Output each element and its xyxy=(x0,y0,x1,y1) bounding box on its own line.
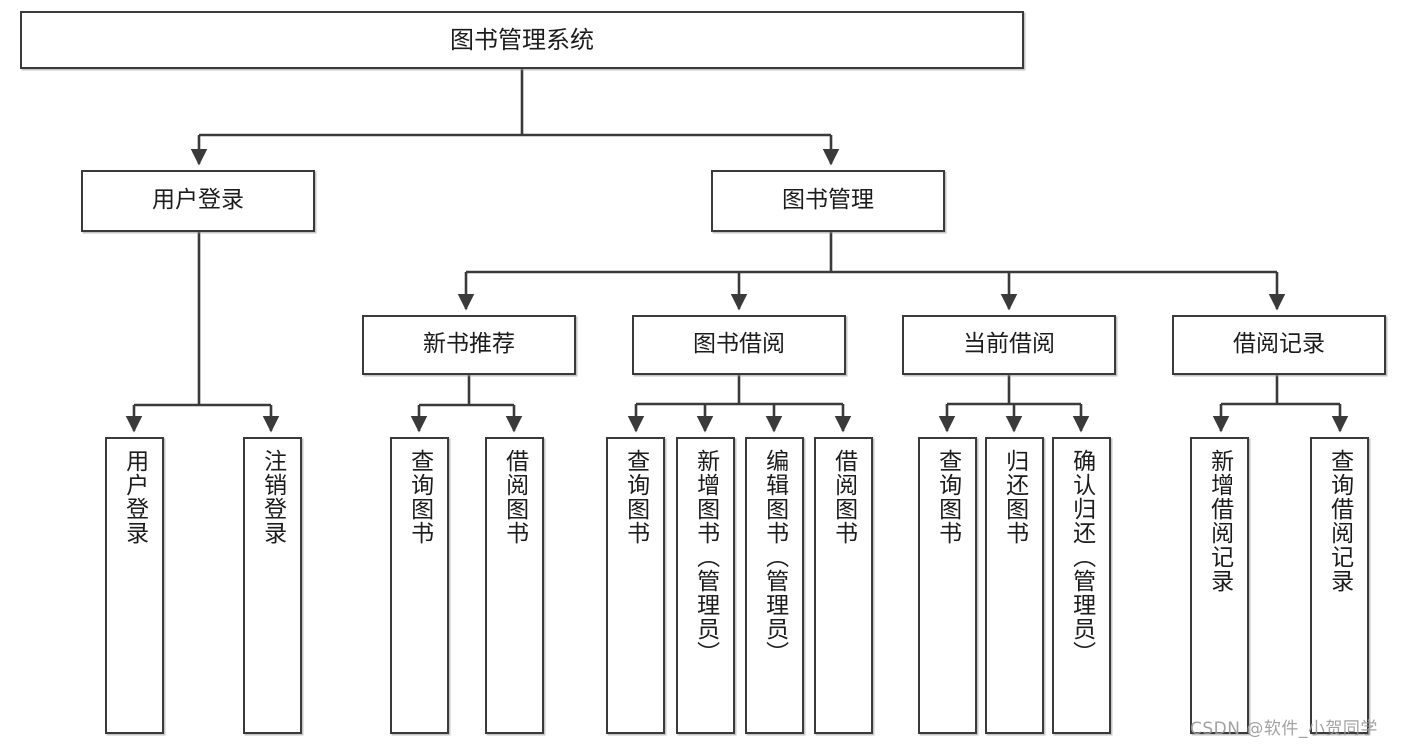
node-leaf-confirm-return-label: 确认归还（管理员） xyxy=(1068,449,1095,665)
node-leaf-confirm-return[interactable]: 确认归还（管理员） xyxy=(1052,437,1111,734)
node-leaf-user-login[interactable]: 用户登录 xyxy=(105,437,164,734)
node-book-manage-label: 图书管理 xyxy=(782,187,874,214)
node-leaf-borrow-book-2[interactable]: 借阅图书 xyxy=(814,437,873,734)
node-book-borrow-label: 图书借阅 xyxy=(693,331,785,358)
node-book-borrow[interactable]: 图书借阅 xyxy=(632,315,846,375)
node-current-borrow[interactable]: 当前借阅 xyxy=(902,315,1116,375)
node-leaf-query-book-3[interactable]: 查询图书 xyxy=(918,437,977,734)
node-borrow-record-label: 借阅记录 xyxy=(1233,331,1325,358)
node-leaf-add-record-label: 新增借阅记录 xyxy=(1206,449,1233,593)
node-leaf-edit-book-label: 编辑图书（管理员） xyxy=(761,449,788,665)
node-leaf-user-logout[interactable]: 注销登录 xyxy=(243,437,302,734)
node-borrow-record[interactable]: 借阅记录 xyxy=(1172,315,1386,375)
node-root[interactable]: 图书管理系统 xyxy=(20,11,1024,69)
node-leaf-add-book[interactable]: 新增图书（管理员） xyxy=(676,437,735,734)
node-book-manage[interactable]: 图书管理 xyxy=(711,170,945,232)
node-new-book-recommend[interactable]: 新书推荐 xyxy=(362,315,576,375)
node-leaf-user-logout-label: 注销登录 xyxy=(259,449,286,545)
node-leaf-query-book-2[interactable]: 查询图书 xyxy=(606,437,665,734)
node-leaf-borrow-book-2-label: 借阅图书 xyxy=(830,449,857,545)
csdn-watermark: CSDN @软件_小贺同学 xyxy=(1190,719,1378,739)
node-leaf-add-book-label: 新增图书（管理员） xyxy=(692,449,719,665)
node-leaf-return-book-label: 归还图书 xyxy=(1001,449,1028,545)
node-leaf-borrow-book-1[interactable]: 借阅图书 xyxy=(485,437,544,734)
node-user-login[interactable]: 用户登录 xyxy=(81,170,315,232)
node-leaf-edit-book[interactable]: 编辑图书（管理员） xyxy=(745,437,804,734)
node-root-label: 图书管理系统 xyxy=(450,25,594,54)
node-leaf-borrow-book-1-label: 借阅图书 xyxy=(501,449,528,545)
node-new-book-recommend-label: 新书推荐 xyxy=(423,331,515,358)
node-leaf-query-book-2-label: 查询图书 xyxy=(622,449,649,545)
node-leaf-add-record[interactable]: 新增借阅记录 xyxy=(1190,437,1249,734)
node-leaf-query-book-1[interactable]: 查询图书 xyxy=(390,437,449,734)
node-leaf-return-book[interactable]: 归还图书 xyxy=(985,437,1044,734)
node-current-borrow-label: 当前借阅 xyxy=(963,331,1055,358)
node-leaf-query-book-3-label: 查询图书 xyxy=(934,449,961,545)
node-user-login-label: 用户登录 xyxy=(152,187,244,214)
node-leaf-query-record[interactable]: 查询借阅记录 xyxy=(1310,437,1369,734)
node-leaf-user-login-label: 用户登录 xyxy=(121,449,148,545)
node-leaf-query-book-1-label: 查询图书 xyxy=(406,449,433,545)
node-leaf-query-record-label: 查询借阅记录 xyxy=(1326,449,1353,593)
